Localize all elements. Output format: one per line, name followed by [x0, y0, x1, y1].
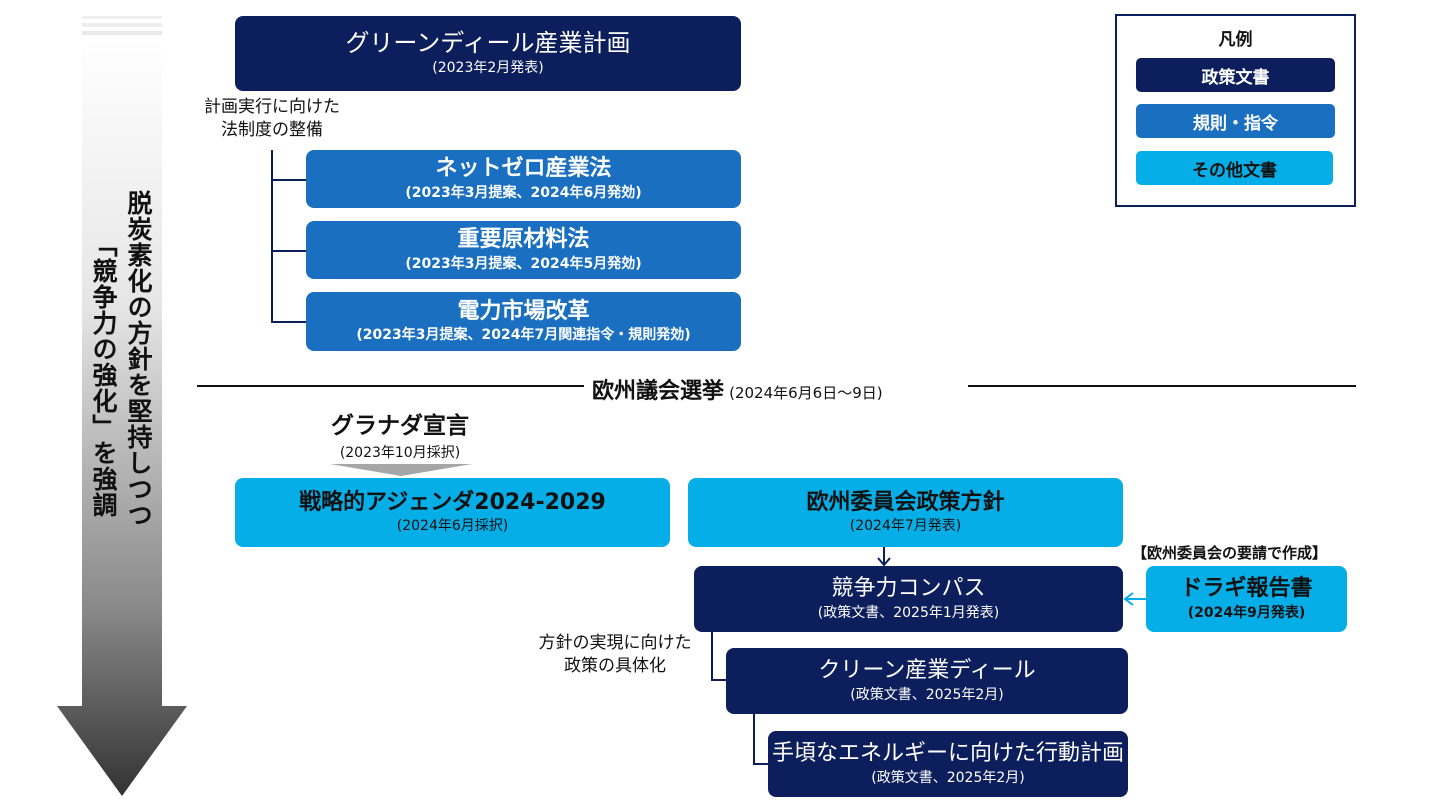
green-deal-date: (2023年2月発表) [432, 60, 544, 77]
commission-policy-guidelines: 欧州委員会政策方針 (2024年7月発表) [688, 478, 1123, 547]
connector-emd [271, 321, 307, 323]
concretize-label: 方針の実現に向けた 政策の具体化 [522, 632, 708, 678]
connector-top-vertical [271, 150, 273, 322]
election-date: (2024年6月6日〜9日) [729, 384, 883, 402]
clean-industrial-deal: クリーン産業ディール (政策文書、2025年2月) [726, 648, 1128, 714]
draghi-date: (2024年9月発表) [1187, 604, 1306, 621]
connector-clean-vertical [753, 714, 755, 764]
legend-policy-document: 政策文書 [1136, 58, 1335, 92]
legend-title: 凡例 [1218, 30, 1253, 50]
concretize-label-line2: 政策の具体化 [564, 655, 666, 676]
net-zero-industry-act: ネットゼロ産業法 (2023年3月提案、2024年6月発効) [306, 150, 741, 208]
arrow-text-line2: 「競争力の強化」を強調 [89, 232, 118, 518]
crma-title: 重要原材料法 [457, 227, 590, 253]
connector-nzia [271, 179, 307, 181]
election-title: 欧州議会選挙 [592, 379, 725, 404]
compass-date: (政策文書、2025年1月発表) [817, 604, 1000, 621]
affordable-energy-action-plan: 手頃なエネルギーに向けた行動計画 (政策文書、2025年2月) [768, 731, 1128, 797]
election-label: 欧州議会選挙 (2024年6月6日〜9日) [592, 373, 883, 405]
draghi-title: ドラギ報告書 [1180, 576, 1313, 602]
arrow-text-line1: 脱炭素化の方針を堅持しつつ [124, 190, 153, 528]
connector-energy-plan [753, 763, 769, 765]
clean-deal-date: (政策文書、2025年2月) [850, 686, 1004, 703]
critical-raw-materials-act: 重要原材料法 (2023年3月提案、2024年5月発効) [306, 221, 741, 279]
connector-compass-vertical [711, 632, 713, 680]
green-deal-title: グリーンディール産業計画 [345, 28, 631, 57]
divider-left [197, 385, 584, 387]
legend-regulation-directive: 規則・指令 [1136, 104, 1335, 138]
granada-title: グラナダ宣言 [331, 413, 469, 439]
legend: 凡例 政策文書 規則・指令 その他文書 [1115, 14, 1356, 207]
implementation-label: 計画実行に向けた 法制度の整備 [190, 96, 354, 142]
legend-other-document: その他文書 [1136, 151, 1333, 185]
nzia-title: ネットゼロ産業法 [435, 156, 612, 182]
divider-right [968, 385, 1356, 387]
competitiveness-compass: 競争力コンパス (政策文書、2025年1月発表) [694, 566, 1123, 632]
strategic-agenda-date: (2024年6月採択) [396, 518, 509, 535]
clean-deal-title: クリーン産業ディール [818, 658, 1036, 684]
granada-declaration: グラナダ宣言 (2023年10月採択) [300, 406, 500, 462]
granada-date: (2023年10月採択) [339, 445, 461, 461]
commission-policy-date: (2024年7月発表) [849, 518, 962, 535]
implementation-label-line1: 計画実行に向けた [204, 97, 340, 117]
policy-to-compass-arrow [877, 547, 891, 567]
implementation-label-line2: 法制度の整備 [221, 119, 323, 140]
nzia-date: (2023年3月提案、2024年6月発効) [405, 184, 642, 201]
crma-date: (2023年3月提案、2024年5月発効) [405, 255, 642, 272]
connector-clean-deal [711, 679, 727, 681]
electricity-market-reform: 電力市場改革 (2023年3月提案、2024年7月関連指令・規則発効) [306, 292, 741, 351]
draghi-note: 【欧州委員会の要請で作成】 [1132, 544, 1328, 562]
concretize-label-line1: 方針の実現に向けた [538, 633, 692, 653]
green-deal-industrial-plan: グリーンディール産業計画 (2023年2月発表) [235, 16, 741, 91]
strategic-agenda-title: 戦略的アジェンダ2024-2029 [299, 489, 606, 515]
draghi-report: ドラギ報告書 (2024年9月発表) [1146, 566, 1347, 632]
compass-title: 競争力コンパス [831, 576, 986, 602]
strategic-agenda: 戦略的アジェンダ2024-2029 (2024年6月採択) [235, 478, 670, 547]
granada-arrow [330, 464, 472, 476]
emd-title: 電力市場改革 [457, 298, 590, 324]
commission-policy-title: 欧州委員会政策方針 [806, 489, 1005, 515]
trend-arrow [57, 16, 187, 796]
connector-crma [271, 250, 307, 252]
emd-date: (2023年3月提案、2024年7月関連指令・規則発効) [356, 327, 691, 344]
energy-plan-date: (政策文書、2025年2月) [871, 769, 1025, 786]
draghi-to-compass-arrow [1123, 592, 1147, 606]
energy-plan-title: 手頃なエネルギーに向けた行動計画 [771, 741, 1124, 767]
